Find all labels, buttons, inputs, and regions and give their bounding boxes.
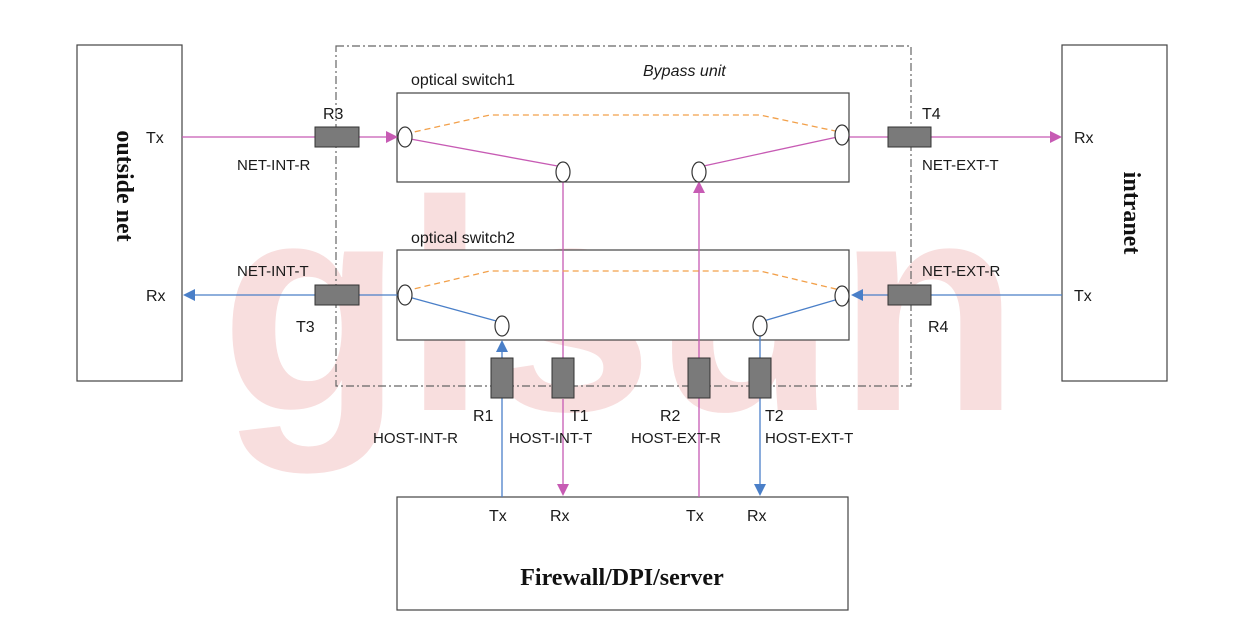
connector-t3 — [314, 284, 360, 306]
connector-t1 — [551, 357, 575, 399]
host-ext-t-label: HOST-EXT-T — [765, 430, 853, 447]
outside-net-tx-label: Tx — [146, 130, 164, 147]
net-ext-t-label: NET-EXT-T — [922, 157, 999, 174]
firewall-rx1-label: Rx — [550, 508, 570, 525]
r1-label: R1 — [473, 408, 494, 425]
intranet-label: intranet — [1118, 172, 1144, 255]
t1-label: T1 — [570, 408, 589, 425]
outside-net-box — [76, 44, 183, 382]
r3-label: R3 — [323, 106, 344, 123]
intranet-tx-label: Tx — [1074, 288, 1092, 305]
bypass-unit-box — [335, 45, 912, 387]
intranet-box — [1061, 44, 1168, 382]
switch2-port-r1 — [494, 315, 510, 337]
outside-net-label: outside net — [111, 130, 137, 241]
net-int-r-label: NET-INT-R — [237, 157, 310, 174]
net-ext-r-label: NET-EXT-R — [922, 263, 1001, 280]
t4-label: T4 — [922, 106, 941, 123]
t2-label: T2 — [765, 408, 784, 425]
firewall-tx2-label: Tx — [686, 508, 704, 525]
firewall-rx2-label: Rx — [747, 508, 767, 525]
optical-switch1-box — [396, 92, 850, 183]
bypass-unit-label: Bypass unit — [643, 63, 726, 80]
host-int-t-label: HOST-INT-T — [509, 430, 592, 447]
switch1-port-r2 — [691, 161, 707, 183]
r1-to-switch2-line — [404, 295, 501, 323]
connector-r3 — [314, 126, 360, 148]
t3-label: T3 — [296, 319, 315, 336]
optical-switch1-label: optical switch1 — [411, 72, 515, 89]
connector-r2 — [687, 357, 711, 399]
net-int-t-label: NET-INT-T — [237, 263, 309, 280]
switch1-in-to-t1-line — [404, 137, 564, 168]
intranet-rx-label: Rx — [1074, 130, 1094, 147]
connector-t4 — [887, 126, 932, 148]
host-ext-r-label: HOST-EXT-R — [631, 430, 721, 447]
host-int-r-label: HOST-INT-R — [373, 430, 458, 447]
switch1-port-left — [397, 126, 413, 148]
connector-r1 — [490, 357, 514, 399]
switch2-port-right — [834, 285, 850, 307]
switch2-to-t2-line — [759, 297, 843, 323]
switch2-port-t2 — [752, 315, 768, 337]
optical-switch2-label: optical switch2 — [411, 230, 515, 247]
r2-label: R2 — [660, 408, 681, 425]
firewall-label: Firewall/DPI/server — [520, 565, 724, 591]
optical-switch2-box — [396, 249, 850, 341]
switch1-port-t1 — [555, 161, 571, 183]
switch2-port-left — [397, 284, 413, 306]
connector-r4 — [887, 284, 932, 306]
switch1-bypass-line — [404, 114, 841, 135]
switch2-bypass-line — [404, 270, 841, 292]
firewall-box — [396, 496, 849, 611]
outside-net-rx-label: Rx — [146, 288, 166, 305]
r4-label: R4 — [928, 319, 949, 336]
switch1-port-right — [834, 124, 850, 146]
firewall-tx1-label: Tx — [489, 508, 507, 525]
r2-to-switch1-line — [698, 135, 843, 168]
connector-t2 — [748, 357, 772, 399]
